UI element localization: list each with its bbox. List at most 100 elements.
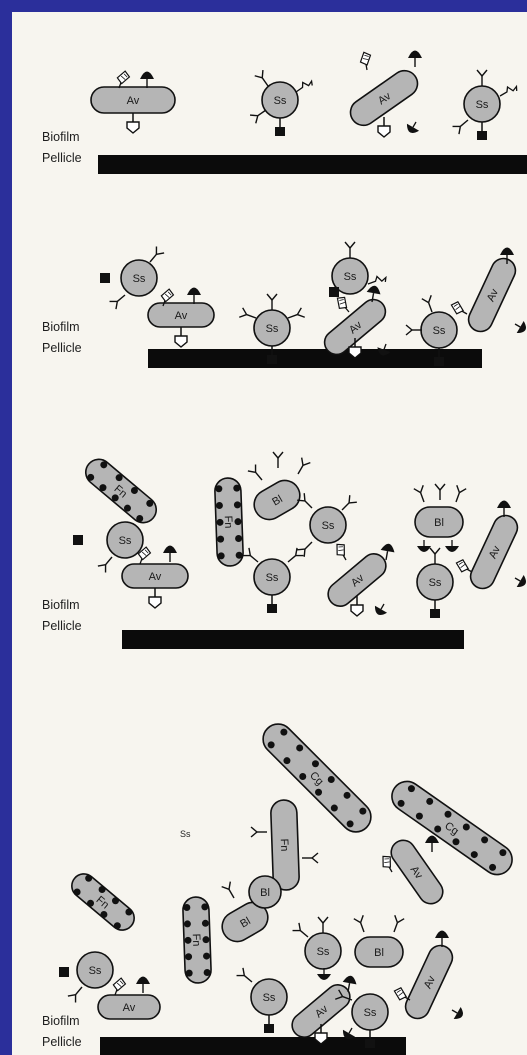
fimbria-dot-icon (125, 908, 132, 915)
fimbria-dot-icon (445, 811, 452, 818)
cell-label: Ss (89, 965, 102, 977)
bell-adhesin-icon (163, 546, 177, 563)
fimbria-dot-icon (299, 773, 306, 780)
cell-label: Ss (266, 572, 279, 584)
fimbria-dot-icon (116, 474, 123, 481)
organism-ss-12: Ss (251, 979, 287, 1015)
fimbria-dot-icon (452, 838, 459, 845)
adhesin-receptor-icon (175, 327, 187, 347)
fork-adhesin-icon (294, 458, 311, 477)
organism-ss-2: Ss (464, 86, 500, 122)
cell-label: Ss (476, 99, 489, 111)
fimbria-dot-icon (481, 836, 488, 843)
fork-adhesin-icon (248, 465, 266, 484)
fimbria-dot-icon (408, 785, 415, 792)
fimbria-dot-icon (202, 936, 209, 943)
fork-adhesin-icon (222, 882, 239, 901)
fork-adhesin-icon (243, 548, 262, 566)
organism-fn-1: Fn (80, 454, 161, 528)
fimbria-dot-icon (344, 792, 351, 799)
fork-adhesin-icon (435, 484, 445, 500)
bell-adhesin-icon (425, 836, 439, 853)
fimbria-dot-icon (328, 776, 335, 783)
fimbria-dot-icon (312, 760, 319, 767)
organism-av-12: Av (402, 942, 457, 1023)
adhesin-receptor-icon (264, 1015, 274, 1033)
fimbria-dot-icon (100, 461, 107, 468)
adhesin-receptor-icon (378, 117, 390, 137)
fork-adhesin-icon (453, 116, 472, 134)
cell-label: Ss (364, 1007, 377, 1019)
fimbria-dot-icon (146, 500, 153, 507)
receptor-cup-icon (317, 968, 331, 980)
fimbria-dot-icon (202, 920, 209, 927)
adhesin-receptor-icon (275, 118, 285, 136)
fimbria-dot-icon (235, 535, 242, 542)
cell-label: Av (123, 1002, 136, 1014)
fimbria-dot-icon (74, 889, 81, 896)
cell-label: Ss (433, 325, 446, 337)
fimbria-dot-icon (296, 744, 303, 751)
fork-adhesin-icon (68, 984, 86, 1003)
cell-label: Ss (274, 95, 287, 107)
fimbria-dot-icon (136, 515, 143, 522)
fork-adhesin-icon (293, 923, 312, 941)
organism-ss-6: Ss (421, 312, 457, 348)
fimbria-dot-icon (124, 505, 131, 512)
organism-av-1: Av (91, 87, 175, 113)
fork-adhesin-icon (406, 325, 422, 335)
adhesin-receptor-icon (430, 600, 440, 618)
bell-adhesin-icon (187, 288, 201, 305)
fimbria-dot-icon (87, 900, 94, 907)
fimbria-dot-icon (87, 474, 94, 481)
cell-label: Fn (190, 933, 202, 946)
fork-adhesin-icon (389, 915, 404, 933)
hatched-adhesin-icon (359, 51, 373, 71)
organism-ss-13: Ss (305, 933, 341, 969)
organism-ss-10: Ss (417, 564, 453, 600)
fork-adhesin-icon (338, 495, 356, 513)
fork-adhesin-icon (451, 485, 466, 503)
fimbria-dot-icon (114, 922, 121, 929)
fork-adhesin-icon (302, 853, 318, 863)
organism-fn-3: Fn (270, 800, 299, 891)
fimbria-dot-icon (185, 953, 192, 960)
fimbria-dot-icon (218, 552, 225, 559)
receptor-cup-icon (340, 1025, 358, 1042)
receptor-cup-icon (404, 119, 422, 136)
fimbria-dot-icon (359, 808, 366, 815)
fork-adhesin-icon (430, 548, 440, 564)
fimbria-dot-icon (234, 518, 241, 525)
fimbria-dot-icon (434, 825, 441, 832)
cell-label: Fn (222, 515, 234, 528)
lightning-adhesin-icon (498, 83, 518, 99)
fimbria-dot-icon (499, 849, 506, 856)
fimbria-dot-icon (471, 851, 478, 858)
fimbria-dot-icon (233, 485, 240, 492)
fimbria-dot-icon (204, 969, 211, 976)
organism-ss-15: Bl (249, 876, 281, 908)
fimbria-dot-icon (99, 886, 106, 893)
cell-label: Ss (119, 535, 132, 547)
fimbria-dot-icon (203, 953, 210, 960)
organism-ss-1: Ss (262, 82, 298, 118)
fork-adhesin-icon (285, 548, 304, 566)
organism-av-3: Av (148, 303, 214, 327)
bell-adhesin-icon (435, 931, 449, 948)
organism-fn-4: Fn (67, 869, 139, 935)
fimbria-dot-icon (463, 824, 470, 831)
organism-ss-14: Ss (352, 994, 388, 1030)
fork-adhesin-icon (318, 917, 328, 933)
organism-av-5: Av (465, 255, 520, 336)
organism-ss-4: Ss (254, 310, 290, 346)
receptor-cup-icon (512, 572, 527, 590)
organism-bl-1: Bl (249, 475, 306, 525)
adhesin-receptor-icon (149, 588, 161, 608)
fork-adhesin-icon (345, 242, 355, 258)
fork-adhesin-icon (110, 291, 129, 309)
cell-label: Ss (317, 946, 330, 958)
organism-av-8: Av (467, 512, 522, 593)
fimbria-dot-icon (216, 502, 223, 509)
organism-av-6: Av (122, 564, 188, 588)
